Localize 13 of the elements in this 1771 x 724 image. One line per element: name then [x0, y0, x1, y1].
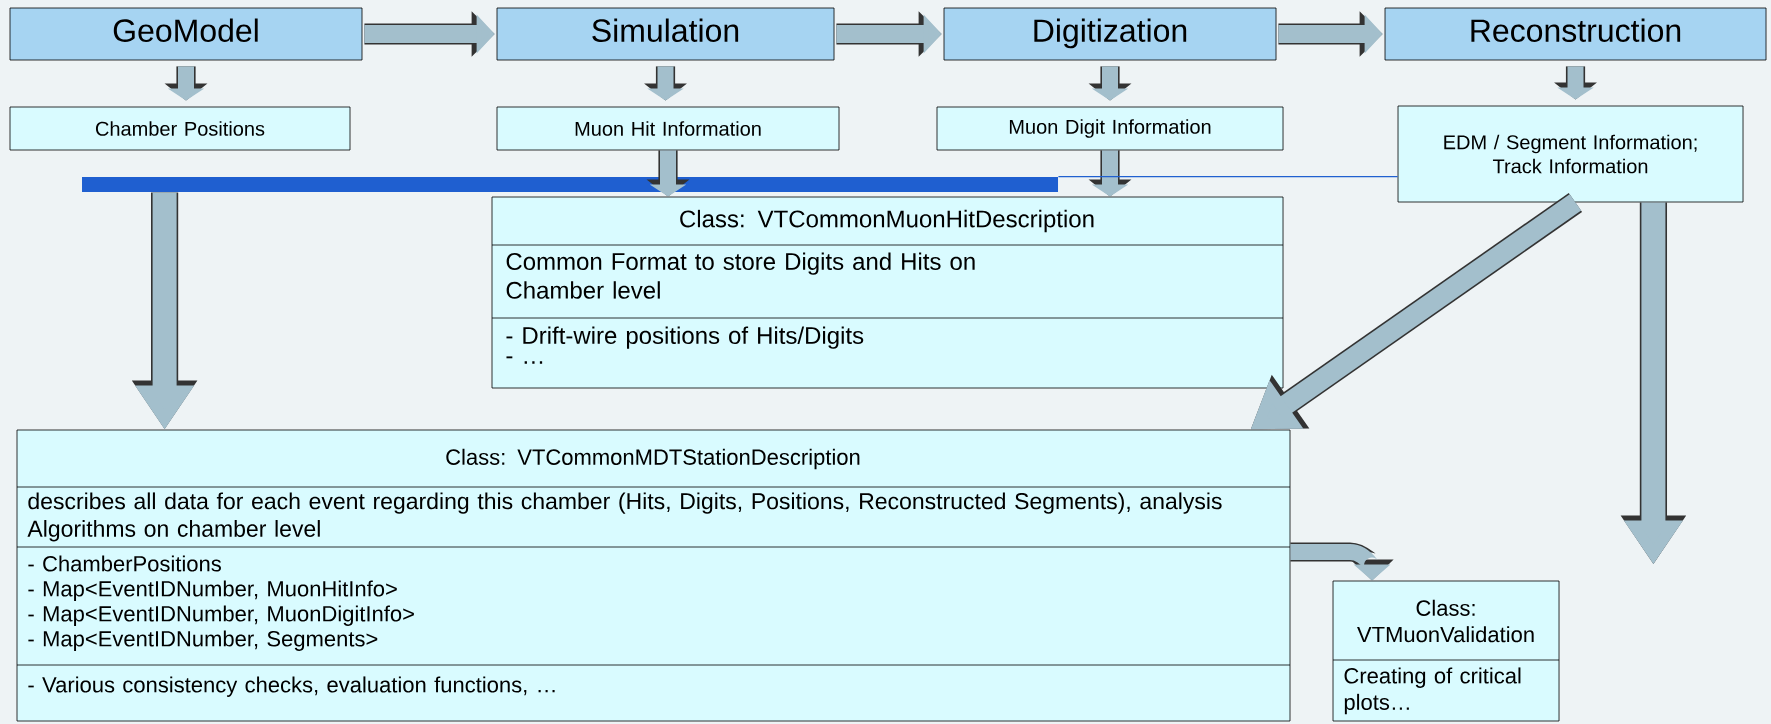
stage-box: Reconstruction [1384, 7, 1767, 61]
connector-line [1057, 176, 1399, 178]
info-box: Muon Hit Information [496, 106, 840, 151]
info-box: Muon Digit Information [936, 106, 1284, 151]
stage-box: GeoModel [9, 7, 363, 61]
class-box: Class: VTMuonValidation Creating of critical plots… [1332, 580, 1560, 722]
class-box: Class: VTCommonMDTStationDescription describes all data for each event regarding this chamber (Hits, Digits, Positions, Reconstructed Segments), analysis Algorithms on chamber level - ChamberPositions - Map<EventIDNumber, MuonHitInfo> - Map<EventIDNumber, MuonDigitInfo> - Map<EventIDNumber, Segments> - Various consistency checks, evaluation functions, … [16, 429, 1291, 722]
bar [82, 177, 1058, 192]
info-box: EDM / Segment Information; Track Information [1397, 105, 1744, 203]
stage-box: Simulation [496, 7, 835, 61]
info-box: Chamber Positions [9, 106, 351, 151]
stage-box: Digitization [943, 7, 1277, 61]
class-box: Class: VTCommonMuonHitDescription Common Format to store Digits and Hits on Chamber level - Drift-wire positions of Hits/Digits - … [491, 196, 1284, 389]
